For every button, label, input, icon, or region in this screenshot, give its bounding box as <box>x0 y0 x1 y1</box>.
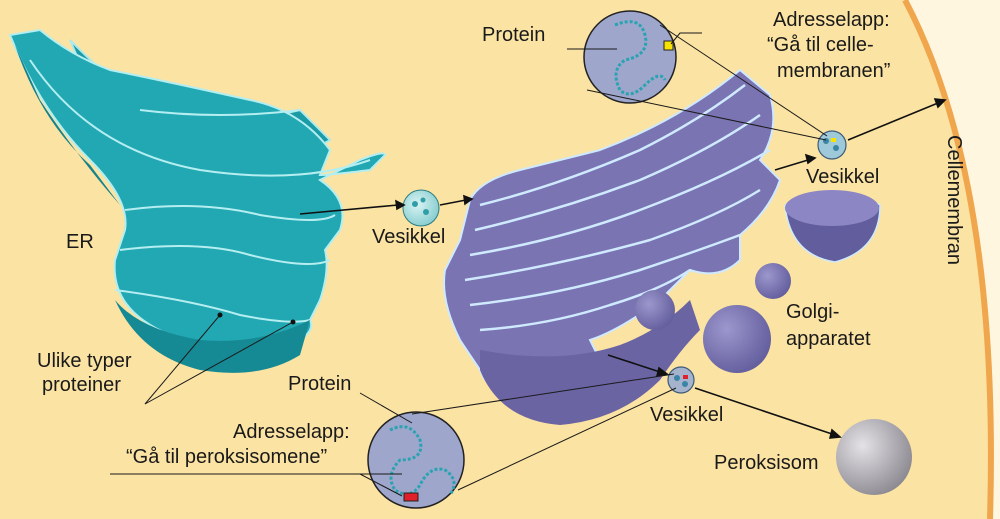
label-protein-bottom: Protein <box>288 373 351 395</box>
cell-membrane <box>905 0 1000 519</box>
label-cell-membrane: Cellemembran <box>943 135 965 265</box>
zoom-circle-bottom <box>367 411 465 509</box>
golgi-cisterna-3 <box>469 148 771 257</box>
vesicle-top <box>817 130 847 160</box>
er-fold-5 <box>139 109 301 116</box>
label-er: ER <box>66 231 94 253</box>
label-address-bottom-2: “Gå til peroksisomene” <box>126 446 327 468</box>
transport-arrows <box>299 98 947 439</box>
label-address-top-1: Adresselapp: <box>773 9 890 31</box>
er-fold-1 <box>29 59 371 177</box>
label-vesicle-left: Vesikkel <box>372 226 445 248</box>
peroxisome <box>836 419 912 495</box>
leader-lines <box>110 24 828 497</box>
golgi-cisterna-1 <box>479 84 746 207</box>
label-golgi-2: apparatet <box>786 328 871 350</box>
vesicle-bottom <box>667 366 695 394</box>
endoplasmic-reticulum <box>8 28 387 373</box>
protein-marker-2 <box>290 319 296 325</box>
label-vesicle-bottom: Vesikkel <box>650 404 723 426</box>
golgi-cisterna-6 <box>479 268 691 332</box>
label-address-top-2: “Gå til celle- <box>767 34 874 56</box>
golgi-lower-face <box>480 300 700 425</box>
golgi-cisterna-4 <box>464 188 761 282</box>
label-proteins-1: Ulike typer <box>37 350 132 372</box>
label-proteins-2: proteiner <box>42 374 121 396</box>
golgi-apparatus <box>443 68 881 425</box>
label-protein-top: Protein <box>482 24 545 46</box>
er-bottom-face <box>115 300 310 373</box>
vesicle-er-golgi <box>402 189 440 227</box>
golgi-cup-rim <box>785 190 879 226</box>
golgi-cisterna-2 <box>474 113 761 232</box>
golgi-cisterna-5 <box>469 233 741 307</box>
protein-marker-1 <box>217 312 223 318</box>
golgi-bulb-small <box>755 263 791 299</box>
er-fold-2 <box>124 205 336 221</box>
golgi-bud <box>635 290 675 330</box>
er-sheet-main <box>8 28 387 350</box>
golgi-bulb-large <box>703 305 771 373</box>
label-address-top-3: membranen” <box>777 60 890 82</box>
label-address-bottom-1: Adresselapp: <box>233 421 350 443</box>
cell-membrane-edge <box>902 0 994 519</box>
label-golgi-1: Golgi- <box>786 301 839 323</box>
er-fold-3 <box>119 245 331 265</box>
zoom-circle-top <box>583 10 677 104</box>
label-vesicle-top: Vesikkel <box>806 166 879 188</box>
label-peroxisome: Peroksisom <box>714 452 818 474</box>
